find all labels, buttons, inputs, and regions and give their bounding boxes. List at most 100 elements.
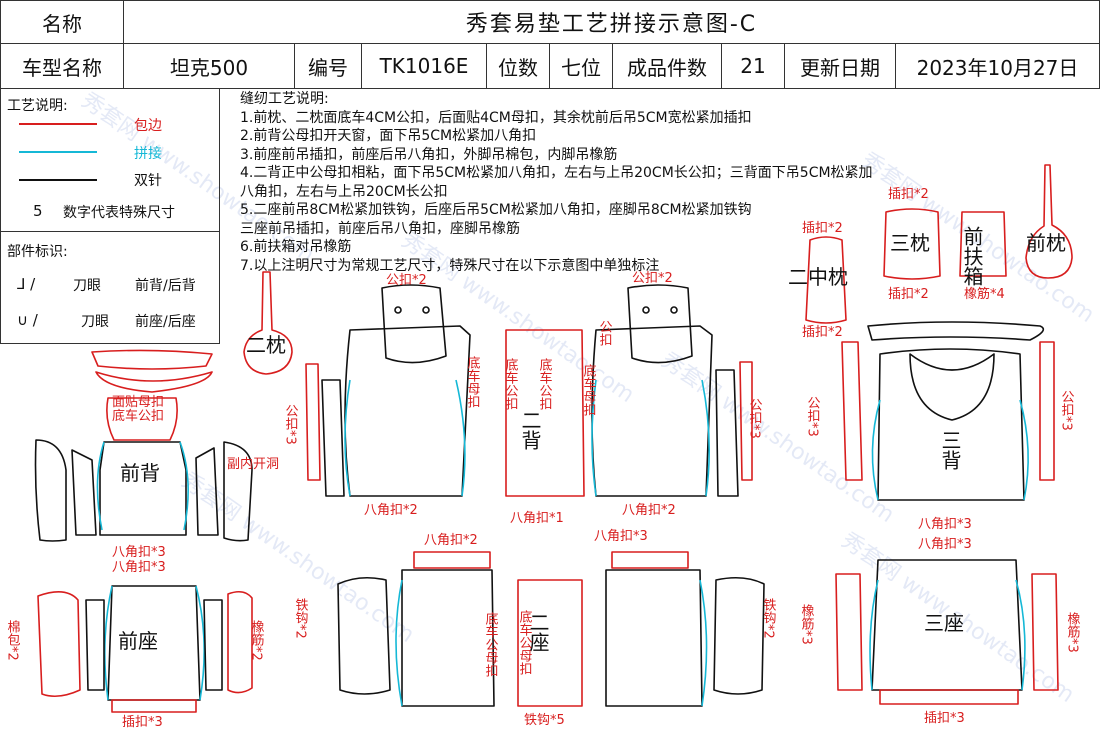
legend-knife2: 刀眼 [81,314,109,330]
annotation: 插扣*3 [924,711,965,726]
label-code: 编号 [294,43,362,89]
join-seam [1019,399,1029,501]
annotation: 插扣*2 [802,221,843,236]
annotation: 公扣*3 [1059,390,1075,431]
join-seam [701,379,710,497]
legend-process-title: 工艺说明: [7,98,68,114]
annotation: 插扣*2 [888,287,929,302]
legend-num-desc: 数字代表特殊尺寸 [63,205,175,221]
annotation: 插扣*3 [122,715,163,730]
annotation: 八角扣*2 [424,533,478,548]
annotation: 棉包*2 [5,620,21,661]
legend-edge: 包边 [134,118,162,134]
part-name-vertical: 三背 [938,430,962,470]
label-count: 成品件数 [612,43,722,89]
annotation: 八角扣*3 [918,517,972,532]
annotation: 八角扣*2 [364,503,418,518]
part-name-vertical: 二背 [518,410,542,450]
annotation: 底车母扣 [465,355,481,408]
join-seam [455,379,466,497]
second-seat-right-panel [605,569,703,707]
part-name: 二枕 [246,333,286,357]
date-value: 2023年10月27日 [895,43,1100,89]
second-headrest-piece [243,271,293,375]
third-back-left-strap [841,341,863,481]
part-name: 三座 [924,611,964,635]
join-seam [869,579,879,691]
third-back-main-panel [877,348,1025,501]
button-hole [670,306,678,314]
car-name: 坦克500 [123,43,295,89]
annotation: 铁钩*5 [524,713,565,728]
note-line: 八角扣，左右与上吊20CM长公扣 [240,183,448,200]
annotation: 公扣 [597,320,613,346]
third-seat-front-strip [879,689,1019,705]
code-value: TK1016E [361,43,487,89]
button-hole [642,306,650,314]
third-headrest-piece [883,208,941,280]
button-hole [394,306,402,314]
notes-title: 缝纫工艺说明: [240,91,329,107]
annotation: 面贴母扣 [112,395,164,410]
front-seat-right-bolster [227,590,253,694]
part-name: 前背 [120,461,160,485]
double-line-sample [19,179,97,181]
join-seam [395,579,403,707]
front-back-left-side [71,449,97,536]
annotation: 公扣*2 [632,271,673,286]
annotation: 底车公扣 [503,357,519,410]
part-name: 二中枕 [788,265,848,289]
third-seat-left-bolster [835,573,863,691]
second-seat-left-panel [401,569,495,707]
annotation: 插扣*2 [802,325,843,340]
note-line: 三座前吊插扣，前座后吊八角扣，座脚吊橡筋 [240,220,520,237]
header-table: 名称 秀套易垫工艺拼接示意图-C 车型名称 坦克500 编号 TK1016E 位… [0,0,1100,89]
second-seat-center-strip [517,579,583,707]
third-back-head-cutout [909,353,995,421]
note-line: 4.二背正中公母扣相粘，面下吊5CM松紧加八角扣，左右与上吊20CM长公扣；三背… [240,165,873,181]
second-back-right-head-panel [627,284,693,364]
annotation: 公扣*3 [283,404,299,445]
join-line-sample [19,151,97,153]
label-car: 车型名称 [0,43,124,89]
note-line: 2.前背公母扣开天窗，面下吊5CM松紧加八角扣 [240,128,537,144]
part-name: 三枕 [890,231,930,255]
second-back-left-strap [305,363,321,481]
second-seat-left-strip [413,551,491,569]
front-back-upper-panel [106,397,178,441]
second-back-center-strip [505,329,585,497]
third-seat-right-bolster [1031,573,1059,691]
annotation: 插扣*2 [888,187,929,202]
label-name: 名称 [0,0,124,44]
note-line: 5.二座前吊8CM松紧加铁钩，后座后吊5CM松紧加八角扣，座脚吊8CM松紧加铁钩 [240,202,752,218]
note-line: 7.以上注明尺寸为常规工艺尺寸，特殊尺寸在以下示意图中单独标注 [240,257,660,274]
annotation: 橡筋*2 [249,620,265,661]
part-name: 前枕 [1026,231,1066,255]
front-back-right-wing [223,441,253,542]
label-seats: 位数 [486,43,550,89]
second-middle-headrest-piece [805,236,847,324]
second-seat-right-strip [611,551,689,569]
join-seam [344,379,351,497]
note-line: 6.前扶箱对吊橡筋 [240,239,352,255]
second-back-right-panel [591,325,713,497]
join-seam [699,579,708,707]
second-seat-right-bolster [713,576,765,695]
front-seat-front-strip [111,699,197,713]
second-back-left-head-panel [381,284,447,364]
annotation: 八角扣*3 [594,529,648,544]
join-seam [871,399,881,501]
front-headrest-piece [1025,164,1073,279]
front-seat-left-bolster [37,591,81,698]
second-back-right-strap [739,361,753,481]
annotation: 底车公扣 [537,357,553,410]
front-back-top-strip [91,349,213,370]
legend-knife1-desc: 前背/后背 [135,278,196,294]
annotation: 八角扣*2 [622,503,676,518]
annotation: 橡筋*4 [964,286,1005,302]
seats-value: 七位 [549,43,613,89]
button-hole [422,306,430,314]
annotation: 底车公母扣 [483,611,499,677]
annotation: 铁钩*2 [761,598,777,639]
